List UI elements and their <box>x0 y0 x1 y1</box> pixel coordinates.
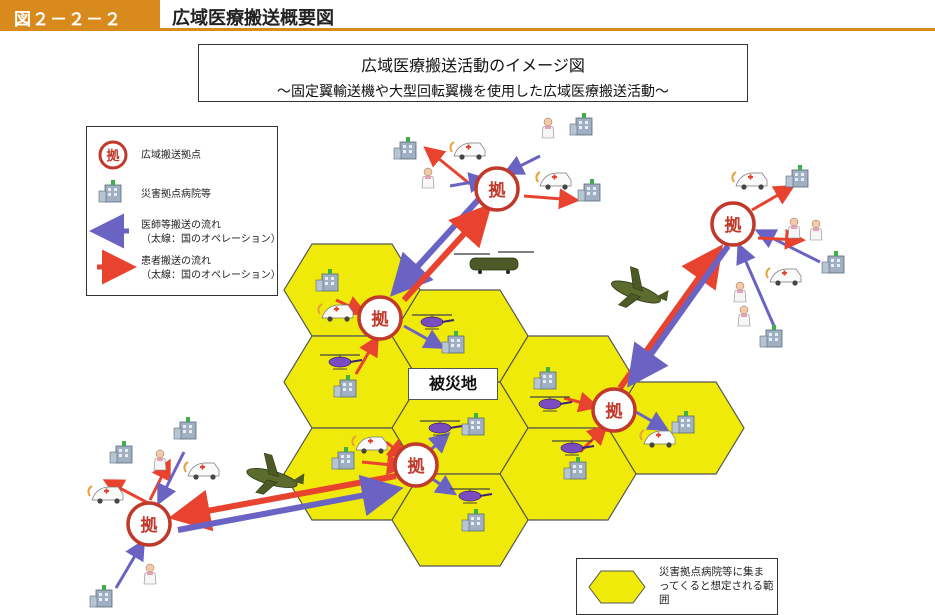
hospital-icon <box>89 584 113 608</box>
doctor-icon <box>143 563 157 585</box>
hospital-icon <box>821 250 845 274</box>
legend-hexagon <box>588 570 646 604</box>
area-legend-text: 災害拠点病院等に集まってくると想定される範囲 <box>659 566 774 606</box>
hospital-icon <box>173 416 197 440</box>
hospital-icon <box>393 136 417 160</box>
patient-arrow <box>757 228 806 250</box>
ambulance-icon <box>765 267 802 287</box>
hospital-icon <box>109 440 133 464</box>
patient-arrow <box>523 188 580 210</box>
ambulance-icon <box>449 141 486 161</box>
figure-number: 図２－２－２ <box>14 10 122 30</box>
legend-staff-flow-label: 医師等搬送の流れ <box>141 220 221 231</box>
diagram-subtitle: ～固定翼輸送機や大型回転翼機を使用した広域医療搬送活動～ <box>277 84 669 100</box>
doctor-icon <box>421 167 435 189</box>
nurse-icon <box>153 449 167 471</box>
hub-marker: 拠 <box>393 442 439 488</box>
nurse-icon <box>809 219 823 241</box>
hospital-icon <box>785 164 809 188</box>
hub-marker: 拠 <box>357 295 403 341</box>
patient-arrow <box>401 203 493 303</box>
hospital-icon <box>569 112 593 136</box>
patient-arrow <box>102 479 151 506</box>
nurse-icon <box>733 281 747 303</box>
patient-arrow <box>751 184 796 212</box>
svg-text:拠: 拠 <box>372 309 390 330</box>
svg-text:拠: 拠 <box>141 515 159 536</box>
staff-arrow <box>157 451 186 506</box>
svg-text:拠: 拠 <box>408 456 426 477</box>
diagram-title-box: 広域医療搬送活動のイメージ図 ～固定翼輸送機や大型回転翼機を使用した広域医療搬送… <box>198 44 748 102</box>
patient-arrow <box>354 334 380 375</box>
ambulance-icon <box>731 171 768 191</box>
hexagon <box>391 473 529 567</box>
staff-arrow <box>389 197 481 297</box>
hub-marker: 拠 <box>710 201 756 247</box>
patient-arrow <box>423 146 471 186</box>
nurse-icon <box>737 305 751 327</box>
legend-patient-flow-label: 患者搬送の流れ <box>141 256 211 267</box>
legend-hub-label: 広域搬送拠点 <box>141 150 201 161</box>
legend-hub-symbol: 拠 <box>106 148 120 164</box>
area-legend-symbol <box>588 570 646 604</box>
disaster-area-hexagons <box>283 243 745 567</box>
doctor-icon <box>787 217 801 239</box>
area-legend-box: 災害拠点病院等に集まってくると想定される範囲 <box>576 558 778 615</box>
staff-arrow <box>403 324 446 349</box>
nurse-icon <box>541 117 555 139</box>
transport-plane-icon <box>604 261 675 321</box>
legend-hub-marker <box>98 140 128 170</box>
ambulance-icon <box>535 171 572 191</box>
staff-arrow <box>177 474 404 533</box>
staff-arrow <box>736 242 776 327</box>
legend-hospital-label: 災害拠点病院等 <box>141 189 211 200</box>
staff-arrow <box>627 244 731 388</box>
hospital-icon <box>759 324 783 348</box>
svg-text:拠: 拠 <box>489 180 507 201</box>
legend-staff-flow-note: （太線：国のオペレーション） <box>141 234 281 245</box>
svg-text:拠: 拠 <box>725 215 743 236</box>
staff-arrow <box>635 410 670 431</box>
hospital-icon <box>577 178 601 202</box>
staff-arrow <box>502 154 541 175</box>
diagram-title: 広域医療搬送活動のイメージ図 <box>361 56 585 75</box>
svg-text:拠: 拠 <box>606 401 624 422</box>
large-helicopter-icon <box>453 251 535 275</box>
figure-number-tag: 図２－２－２ <box>0 0 160 30</box>
staff-arrow <box>114 538 146 589</box>
national-flow-arrows <box>168 197 731 533</box>
figure-header: 図２－２－２ 広域医療搬送概要図 <box>0 0 935 32</box>
figure-title: 広域医療搬送概要図 <box>172 8 334 29</box>
disaster-area-label: 被災地 <box>408 368 498 400</box>
hub-marker: 拠 <box>126 501 172 547</box>
transport-hubs: 拠 拠 拠 拠 拠 拠 <box>126 166 756 547</box>
ambulance-icon <box>87 485 124 505</box>
hub-marker: 拠 <box>474 166 520 212</box>
legend-box: 拠 広域搬送拠点 災害拠点病院等 医師等搬送の流れ （太線：国のオペレーション）… <box>86 126 281 296</box>
patient-arrow <box>563 391 600 413</box>
legend-symbols: 拠 <box>89 140 137 285</box>
hub-marker: 拠 <box>591 387 637 433</box>
ambulance-icon <box>183 461 220 481</box>
legend-hospital-icon <box>98 179 122 203</box>
legend-patient-flow-note: （太線：国のオペレーション） <box>141 270 281 281</box>
header-rule <box>0 28 935 31</box>
